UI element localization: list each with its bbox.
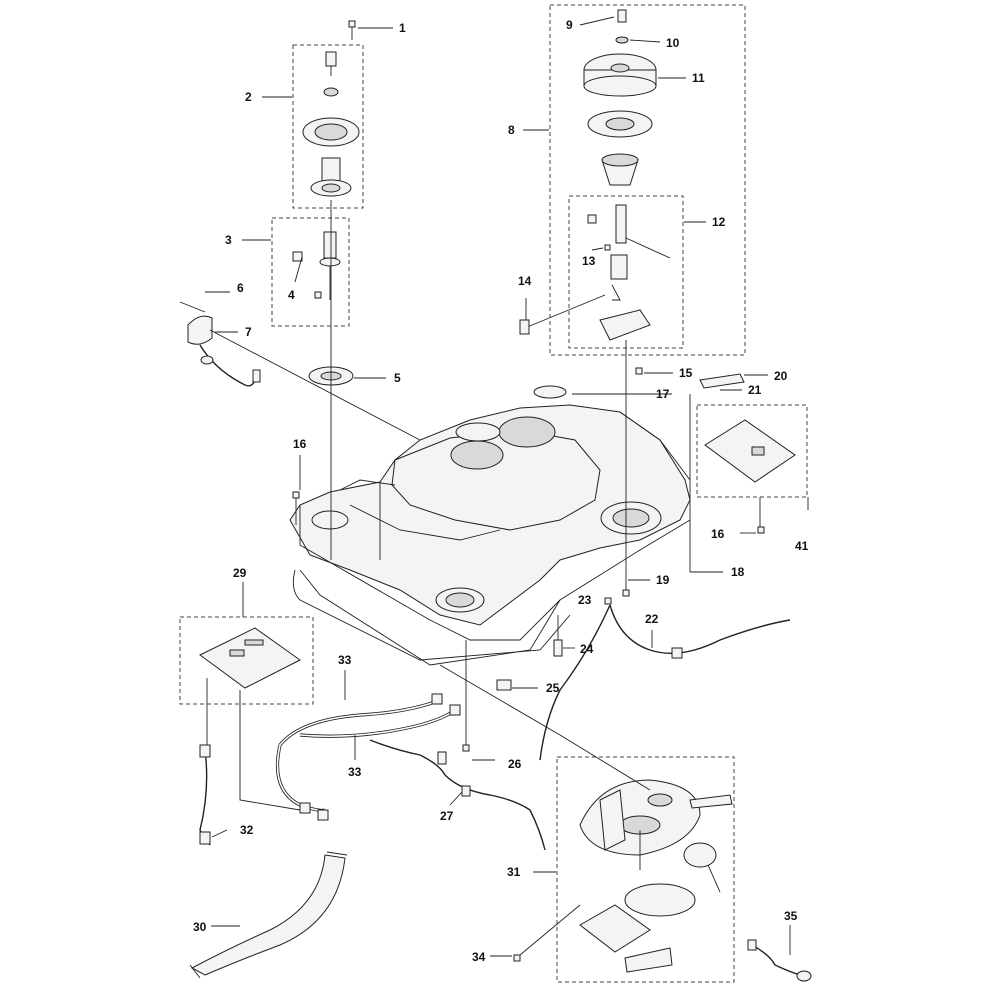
part-2-assembly — [302, 51, 360, 197]
callout-30: 30 — [193, 920, 207, 934]
cable-27 — [369, 739, 546, 851]
callout-8: 8 — [508, 123, 515, 137]
part-20-21-clip — [699, 373, 745, 389]
callout-17: 17 — [656, 387, 670, 401]
leader-lines — [205, 16, 809, 957]
callout-21: 21 — [748, 383, 762, 397]
part-8-13-hub-assembly — [519, 9, 671, 341]
callout-32: 32 — [240, 823, 254, 837]
group-box-31 — [556, 756, 735, 983]
callout-3: 3 — [225, 233, 232, 247]
part-16-screw-left — [292, 491, 300, 525]
callout-22: 22 — [645, 612, 659, 626]
callout-34: 34 — [472, 950, 486, 964]
part-31-motor-assembly — [519, 779, 733, 973]
part-25-tag — [496, 679, 512, 691]
guide-line-main — [209, 329, 421, 441]
callout-14: 14 — [518, 274, 532, 288]
callout-16b: 16 — [711, 527, 725, 541]
callout-13: 13 — [582, 254, 596, 268]
callout-9: 9 — [566, 18, 573, 32]
guide-line-ribbon — [439, 664, 651, 791]
callout-24: 24 — [580, 642, 594, 656]
callout-12: 12 — [712, 215, 726, 229]
callout-4: 4 — [288, 288, 295, 302]
callout-10: 10 — [666, 36, 680, 50]
callout-26: 26 — [508, 757, 522, 771]
callout-33b: 33 — [348, 765, 362, 779]
part-26-screw — [462, 640, 470, 752]
part-24-sensor — [553, 615, 563, 657]
callout-11: 11 — [692, 71, 705, 85]
cable-32 — [199, 678, 301, 846]
group-box-2 — [292, 44, 364, 209]
part-17-pad — [533, 385, 567, 399]
callout-labels: 1 2 3 4 5 6 7 8 9 10 11 12 13 14 15 16 1… — [193, 18, 809, 964]
callout-29: 29 — [233, 566, 247, 580]
callout-1: 1 — [399, 21, 406, 35]
guide-line-frame — [292, 569, 571, 661]
part-16-screw-right — [757, 526, 765, 534]
cable-33 — [275, 693, 461, 821]
callout-35: 35 — [784, 909, 798, 923]
part-6-7-sensor — [179, 301, 261, 387]
callout-15: 15 — [679, 366, 693, 380]
cable-22 — [539, 604, 791, 761]
callout-5: 5 — [394, 371, 401, 385]
part-1-screw — [348, 20, 356, 40]
part-14-clip — [519, 319, 530, 335]
callout-41: 41 — [795, 539, 809, 553]
callout-2: 2 — [245, 90, 252, 104]
callout-18: 18 — [731, 565, 745, 579]
group-box-41 — [696, 404, 808, 498]
group-box-29 — [179, 616, 314, 705]
part-29-board — [199, 627, 301, 689]
callout-7: 7 — [245, 325, 252, 339]
group-box-3 — [271, 217, 350, 327]
part-15-screw — [635, 367, 643, 375]
part-23-screw — [604, 589, 630, 605]
part-41-board — [704, 419, 796, 528]
callout-25: 25 — [546, 681, 560, 695]
callout-27: 27 — [440, 809, 454, 823]
part-30-hose — [189, 851, 348, 979]
chassis-body — [289, 404, 691, 666]
part-3-4-assembly — [292, 231, 341, 300]
callout-6: 6 — [237, 281, 244, 295]
part-34-screw — [513, 954, 521, 962]
callout-33a: 33 — [338, 653, 352, 667]
callout-23: 23 — [578, 593, 592, 607]
group-box-8 — [549, 4, 746, 356]
part-35-cable — [747, 939, 812, 982]
callout-20: 20 — [774, 369, 788, 383]
callout-19: 19 — [656, 573, 670, 587]
callout-31: 31 — [507, 865, 521, 879]
callout-16: 16 — [293, 437, 307, 451]
